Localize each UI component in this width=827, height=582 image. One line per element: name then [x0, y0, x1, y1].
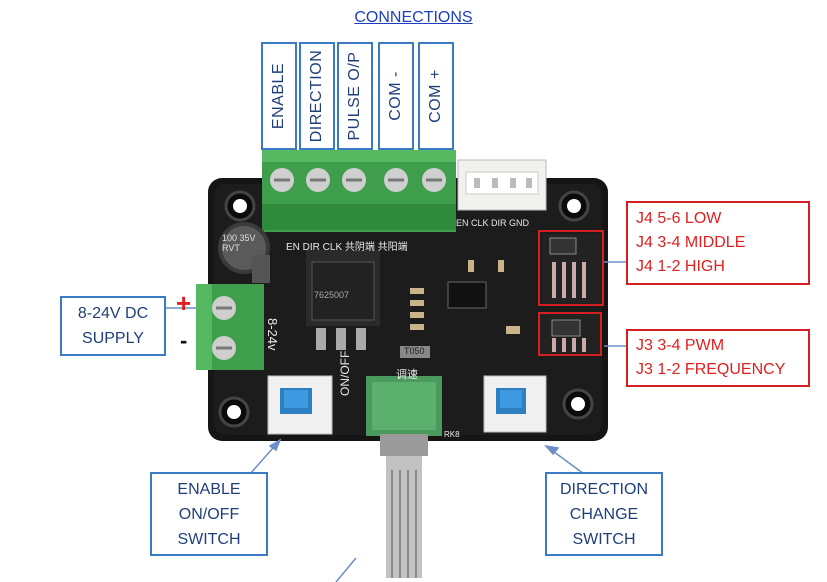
terminal-block-top	[262, 150, 456, 232]
direction-switch-line-1: DIRECTION	[560, 480, 648, 498]
j4-middle: J4 3-4 MIDDLE	[636, 234, 746, 251]
label-com-plus: COM +	[418, 42, 454, 150]
j3-settings-box: J3 3-4 PWM J3 1-2 FREQUENCY	[626, 329, 810, 387]
enable-switch-label-box: ENABLE ON/OFF SWITCH	[150, 472, 268, 556]
supply-line-1: 8-24V DC	[77, 305, 149, 322]
silk-pot: RK8	[444, 430, 460, 439]
potentiometer	[366, 376, 442, 578]
supply-plus-sign: +	[176, 288, 192, 318]
silk-capacitor: 100 35V RVT	[222, 233, 256, 253]
supply-label-box: 8-24V DC SUPPLY	[60, 296, 166, 356]
silk-on-off: ON/OFF	[338, 350, 352, 396]
callout-arrows	[165, 261, 626, 582]
supply-line-2: SUPPLY	[82, 330, 144, 347]
j4-settings-box: J4 5-6 LOW J4 3-4 MIDDLE J4 1-2 HIGH	[626, 201, 810, 285]
enable-switch-body	[267, 375, 333, 435]
jumper-header-j3	[540, 314, 602, 354]
j4-high: J4 1-2 HIGH	[636, 258, 725, 275]
smd-components	[400, 260, 520, 358]
white-header-connector	[457, 159, 547, 211]
voltage-regulator	[306, 250, 380, 350]
label-direction: DIRECTION	[299, 42, 335, 150]
silk-terminal-row: EN DIR CLK 共阴端 共阳端	[286, 242, 408, 253]
label-enable: ENABLE	[261, 42, 297, 150]
silk-header-row: EN CLK DIR GND	[456, 218, 530, 228]
label-com-minus: COM -	[378, 42, 414, 150]
mounting-holes	[218, 190, 594, 428]
connections-title: CONNECTIONS	[354, 9, 473, 26]
silk-supply-side: 8-24v	[265, 318, 280, 351]
direction-switch-label-box: DIRECTION CHANGE SWITCH	[545, 472, 663, 556]
supply-terminal	[196, 284, 264, 370]
enable-switch-line-3: SWITCH	[177, 530, 241, 548]
supply-minus-sign: -	[180, 328, 188, 353]
j4-low: J4 5-6 LOW	[636, 210, 722, 227]
silk-speed: 调速	[396, 369, 418, 381]
enable-switch-line-2: ON/OFF	[178, 505, 240, 523]
label-pulse-op: PULSE O/P	[337, 42, 373, 150]
j3-highlight	[538, 312, 602, 356]
capacitor	[218, 222, 270, 283]
ic-chip	[447, 281, 487, 309]
direction-switch-line-3: SWITCH	[572, 530, 636, 548]
direction-switch-body	[483, 375, 547, 433]
direction-switch-line-2: CHANGE	[569, 505, 639, 523]
j3-pwm: J3 3-4 PWM	[636, 337, 725, 354]
enable-switch-line-1: ENABLE	[177, 480, 241, 498]
silk-fuse: T050	[404, 346, 425, 356]
jumper-header-j4	[542, 234, 602, 304]
j4-highlight	[538, 230, 604, 306]
silk-regulator: 7625007	[314, 290, 350, 300]
j3-frequency: J3 1-2 FREQUENCY	[636, 361, 786, 378]
